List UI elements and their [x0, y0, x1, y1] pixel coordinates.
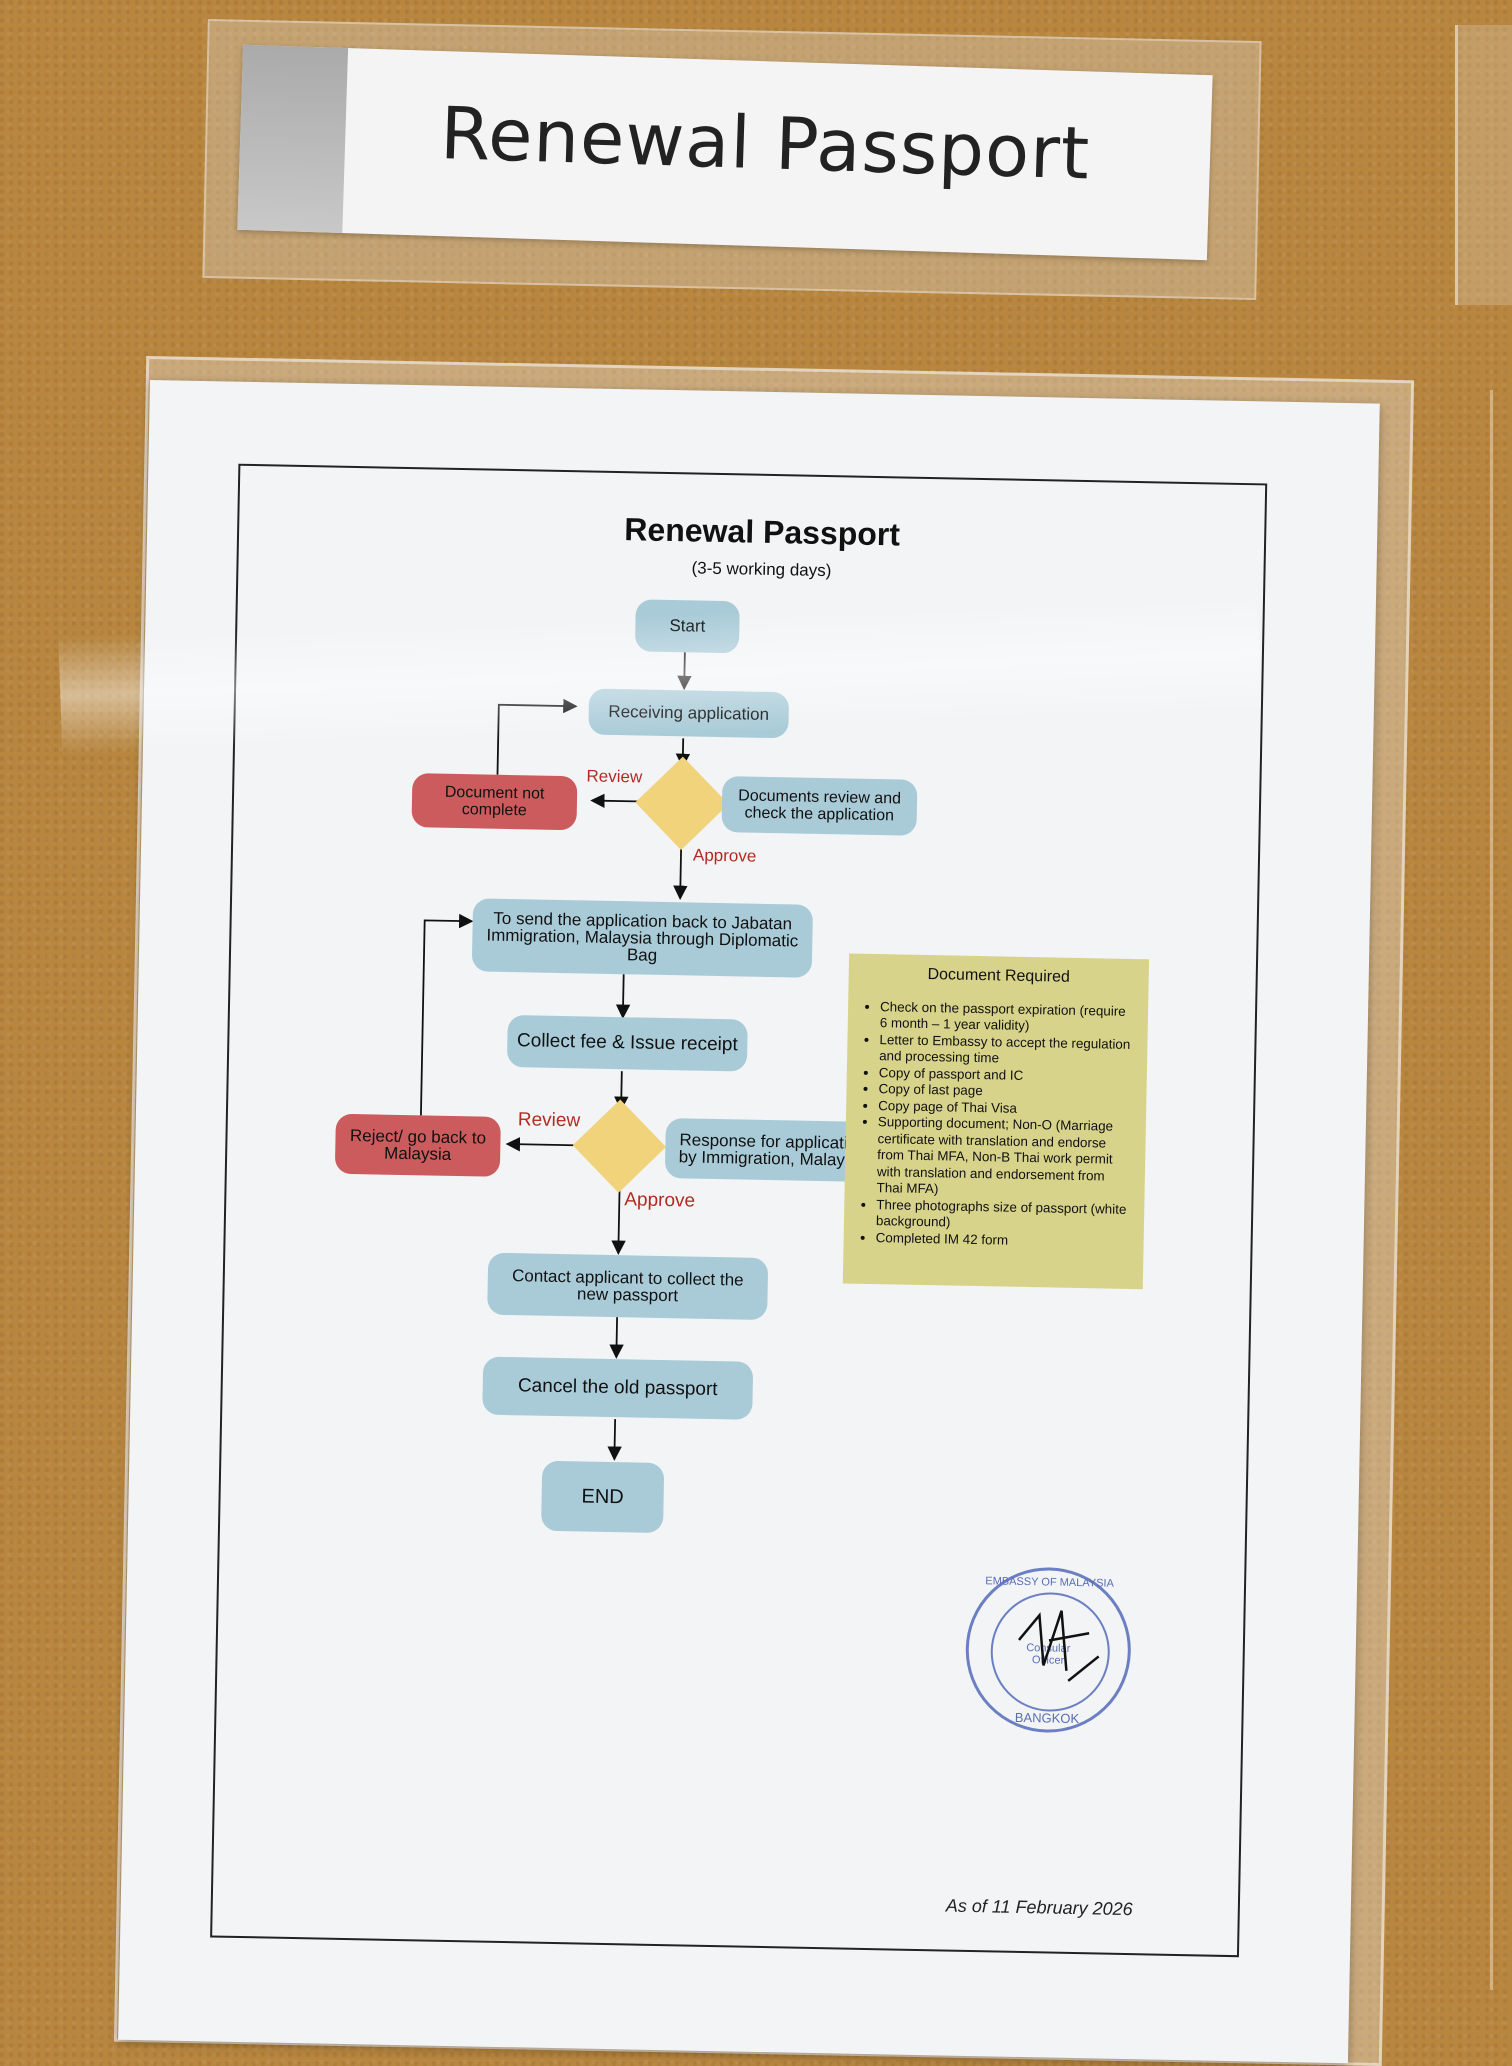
label-approve-1: Approve	[692, 845, 757, 866]
arrow-start-receiving	[677, 652, 692, 691]
adjacent-sleeve-edge	[1455, 25, 1512, 305]
document-required-heading: Document Required	[927, 966, 1071, 986]
step-receiving-application: Receiving application	[588, 688, 790, 739]
step-cancel-old-passport: Cancel the old passport	[482, 1356, 754, 1420]
step-collect-fee: Collect fee & Issue receipt	[506, 1014, 748, 1072]
document-required-item: Letter to Embassy to accept the regulati…	[879, 1032, 1134, 1070]
label-review-1: Review	[586, 766, 643, 787]
document-required-item: Supporting document; Non-O (Marriage cer…	[876, 1114, 1132, 1201]
document-required-panel: Document Required Check on the passport …	[842, 953, 1150, 1290]
flowchart-poster: Renewal Passport (3-5 working days) Star…	[118, 380, 1380, 2064]
arrow-cancel-end	[607, 1419, 622, 1461]
label-tab	[237, 44, 349, 234]
document-required-item: Check on the passport expiration (requir…	[880, 999, 1135, 1037]
flow-arrows	[420, 652, 692, 1461]
step-send-application: To send the application back to Jabatan …	[471, 898, 814, 978]
step-documents-review: Documents review and check the applicati…	[721, 776, 918, 836]
label-title: Renewal Passport	[439, 91, 1092, 196]
step-end: END	[540, 1460, 665, 1534]
label-approve-2: Approve	[624, 1189, 696, 1212]
arrow-diamond-reject	[505, 1137, 580, 1152]
document-required-item: Completed IM 42 form	[876, 1230, 1130, 1251]
arrow-notcomplete-loop	[496, 698, 578, 775]
arrow-approve-contact	[611, 1184, 626, 1255]
document-required-item: Three photographs size of passport (whit…	[876, 1197, 1131, 1235]
as-of-date: As of 11 February 2026	[945, 1895, 1133, 1920]
arrow-send-fee	[615, 974, 631, 1019]
arrow-reject-loop	[420, 913, 474, 1116]
signature-mark	[1018, 1610, 1100, 1682]
label-review-2: Review	[517, 1109, 581, 1132]
adjacent-sleeve-edge-lower	[1490, 390, 1512, 1990]
step-start: Start	[634, 599, 740, 654]
step-document-not-complete: Document not complete	[411, 773, 578, 831]
document-required-list: Check on the passport expiration (requir…	[858, 998, 1135, 1251]
step-reject-go-back: Reject/ go back to Malaysia	[334, 1113, 501, 1177]
step-contact-applicant: Contact applicant to collect the new pas…	[487, 1252, 769, 1321]
label-card: Renewal Passport	[237, 44, 1213, 261]
arrow-contact-cancel	[609, 1317, 624, 1359]
embassy-stamp: EMBASSY OF MALAYSIA Consular Officer BAN…	[964, 1565, 1133, 1735]
